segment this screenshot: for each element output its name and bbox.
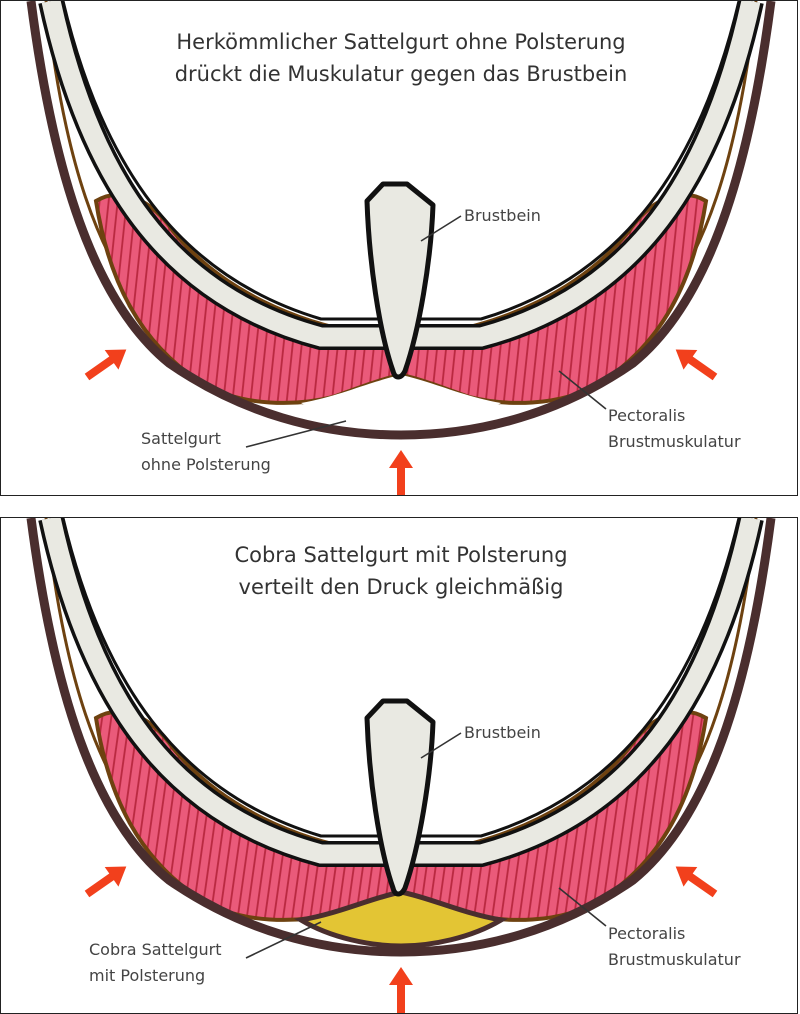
title-line-2: drückt die Muskulatur gegen das Brustbei… [175, 62, 628, 86]
anatomy-shapes [26, 1, 776, 495]
sternum-bone [364, 181, 436, 380]
pressure-arrow-left-icon [84, 349, 127, 381]
girth-skin [26, 1, 776, 440]
title-line-1: Cobra Sattelgurt mit Polsterung [234, 543, 567, 567]
muscle-label-line-1: Pectoralis [608, 924, 685, 943]
pressure-arrow-right-icon [675, 349, 718, 381]
title-line-1: Herkömmlicher Sattelgurt ohne Polsterung [176, 30, 625, 54]
anatomy-shapes [26, 518, 776, 1013]
girth-label-line-2: mit Polsterung [89, 966, 205, 985]
title-line-2: verteilt den Druck gleichmäßig [239, 575, 564, 599]
girth-label-line-1: Sattelgurt [141, 429, 221, 448]
muscle-label-line-2: Brustmuskulatur [608, 432, 741, 451]
panel-with-padding: Cobra Sattelgurt mit Polsterung verteilt… [0, 517, 798, 1014]
pectoral-muscle [93, 192, 709, 405]
pressure-arrow-left-icon [84, 866, 127, 898]
pectoral-muscle [93, 709, 709, 922]
sternum-bone [364, 698, 436, 897]
diagram-with-padding: Cobra Sattelgurt mit Polsterung verteilt… [26, 518, 776, 1013]
girth-label-line-1: Cobra Sattelgurt [89, 940, 222, 959]
sternum-label: Brustbein [464, 206, 541, 225]
gap-under-sternum [301, 375, 501, 429]
sternum-label: Brustbein [464, 723, 541, 742]
girth-padding [293, 889, 509, 949]
girth-skin [26, 518, 776, 957]
diagram-without-padding: Herkömmlicher Sattelgurt ohne Polsterung… [26, 1, 776, 495]
muscle-label-line-2: Brustmuskulatur [608, 950, 741, 969]
pressure-arrow-right-icon [675, 866, 718, 898]
muscle-label-line-1: Pectoralis [608, 406, 685, 425]
pressure-arrow-bottom-icon [389, 967, 413, 1013]
girth-label-line-2: ohne Polsterung [141, 455, 271, 474]
panel-without-padding: Herkömmlicher Sattelgurt ohne Polsterung… [0, 0, 798, 496]
label-leader-lines [245, 732, 607, 959]
label-leader-lines [245, 215, 607, 448]
pressure-arrow-bottom-icon [389, 450, 413, 495]
